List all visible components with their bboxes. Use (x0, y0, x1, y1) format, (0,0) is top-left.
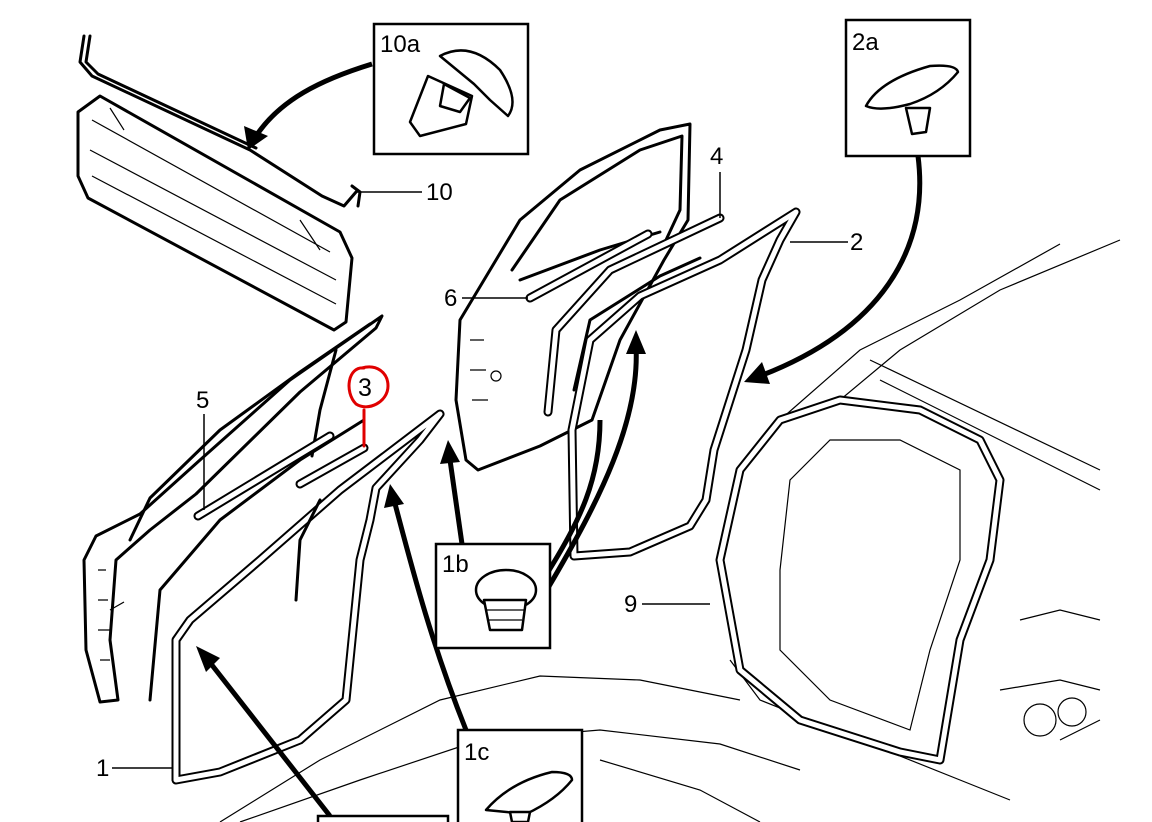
callout-10a: 10a (372, 22, 530, 156)
clip-2a-icon (864, 64, 960, 136)
rear-door (454, 122, 725, 472)
label-6: 6 (444, 285, 457, 312)
highlight-part-3: 3 (347, 365, 390, 448)
rear-door-weatherstrip (567, 207, 801, 561)
label-2: 2 (850, 229, 863, 256)
pointer-arrows (196, 61, 923, 818)
part-labels: 10 4 2 6 5 9 1 (96, 143, 863, 782)
car-body-rear (715, 239, 1121, 801)
tailgate-weatherstrip (78, 34, 358, 208)
clip-1c-icon (484, 770, 574, 822)
callout-1c: 1c (456, 728, 584, 822)
tailgate-assembly (76, 34, 362, 332)
label-10: 10 (426, 179, 453, 206)
label-5: 5 (196, 387, 209, 414)
callout-1b-label: 1b (442, 551, 469, 578)
callout-2a-label: 2a (852, 29, 879, 56)
tailgate-opening-weatherstrip (715, 395, 1005, 765)
label-3: 3 (358, 374, 372, 402)
clip-1b-icon (474, 568, 538, 632)
label-1: 1 (96, 755, 109, 782)
front-door (82, 314, 384, 704)
callout-1c-label: 1c (464, 739, 489, 766)
front-door-weatherstrip (148, 409, 445, 785)
callout-partial (316, 814, 450, 822)
label-4: 4 (710, 143, 723, 170)
label-9: 9 (624, 591, 637, 618)
callout-10a-label: 10a (380, 31, 421, 58)
callout-2a: 2a (844, 18, 972, 158)
callout-1b: 1b (434, 542, 552, 650)
clip-10a-icon (408, 49, 514, 138)
